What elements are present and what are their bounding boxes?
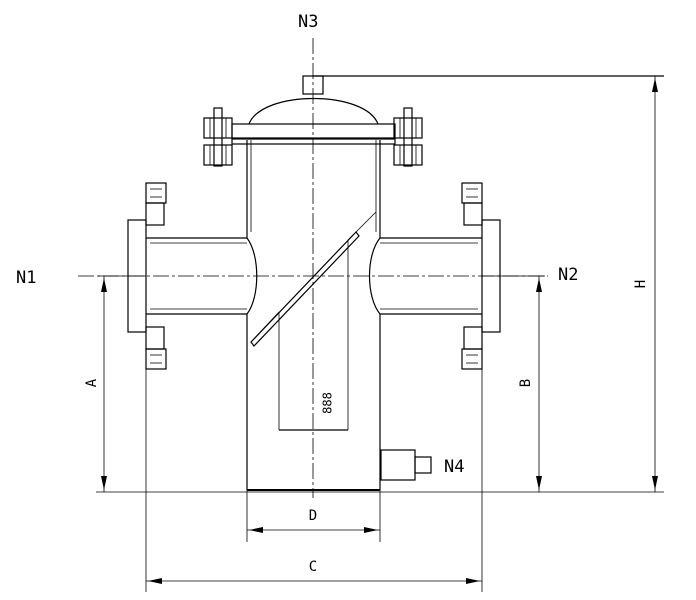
nozzle-label-n1: N1 — [16, 268, 36, 288]
dimension-c-label: C — [309, 559, 317, 575]
dimension-c: C — [145, 369, 483, 592]
cover-assembly — [203, 75, 664, 167]
dimension-d: D — [246, 490, 381, 542]
dimension-h-label: H — [633, 280, 649, 288]
right-bolt — [393, 107, 423, 167]
basket-marking: 888 — [321, 392, 335, 414]
dimension-a: A — [84, 275, 600, 493]
strainer-basket: 888 — [250, 211, 377, 431]
nozzle-label-n4: N4 — [444, 457, 464, 477]
nozzle-label-n3: N3 — [298, 12, 318, 32]
dimension-b-label: B — [518, 379, 534, 387]
left-bolt — [203, 107, 233, 167]
dimension-h: H — [600, 76, 664, 493]
dimension-b: B — [482, 275, 545, 492]
dimension-d-label: D — [309, 508, 317, 524]
centerlines — [78, 38, 548, 498]
dimension-a-label: A — [84, 378, 100, 387]
drain-nozzle-n4 — [380, 449, 432, 481]
nozzle-label-n2: N2 — [558, 265, 578, 285]
strainer-body — [246, 140, 381, 491]
